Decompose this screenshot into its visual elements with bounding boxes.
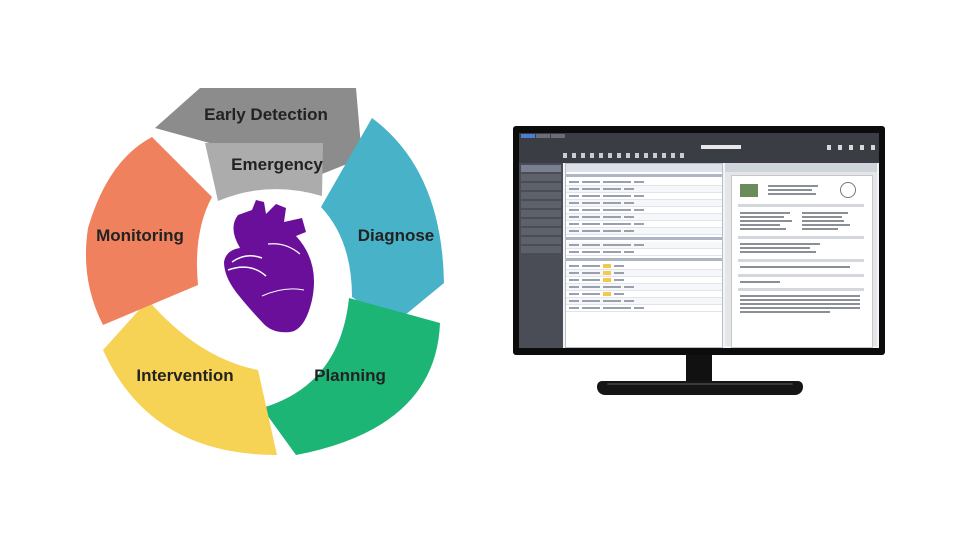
label-monitoring: Monitoring: [96, 226, 184, 245]
monitoring-segment: [85, 137, 212, 325]
label-emergency: Emergency: [231, 155, 323, 174]
report-page: [731, 175, 873, 348]
seal-icon: [840, 182, 856, 198]
app-toolbar: [563, 153, 684, 158]
app-grid-panel: [565, 163, 723, 348]
monitor-stand-neck: [686, 355, 712, 383]
app-sidebar: [519, 163, 563, 348]
label-planning: Planning: [314, 366, 386, 385]
app-tab: [536, 134, 550, 138]
building-photo-icon: [740, 184, 758, 197]
care-cycle-diagram: Early Detection Emergency Diagnose Plann…: [85, 88, 444, 455]
app-right-toolbar: [827, 145, 875, 150]
label-early-detection: Early Detection: [204, 105, 328, 124]
monitor-stand-base: [597, 381, 803, 395]
diagnose-segment: [321, 118, 444, 325]
app-header: [519, 133, 879, 163]
app-report-panel: [725, 163, 877, 348]
app-search-field: [701, 145, 741, 149]
monitor: [513, 126, 885, 355]
label-diagnose: Diagnose: [358, 226, 435, 245]
app-tab: [521, 134, 535, 138]
label-intervention: Intervention: [136, 366, 233, 385]
app-tabs: [521, 134, 565, 138]
planning-segment: [262, 298, 440, 455]
intervention-segment: [103, 300, 277, 455]
app-tab: [551, 134, 565, 138]
emergency-segment: [205, 143, 323, 201]
monitor-screen: [519, 133, 879, 348]
heart-icon: [224, 200, 314, 333]
